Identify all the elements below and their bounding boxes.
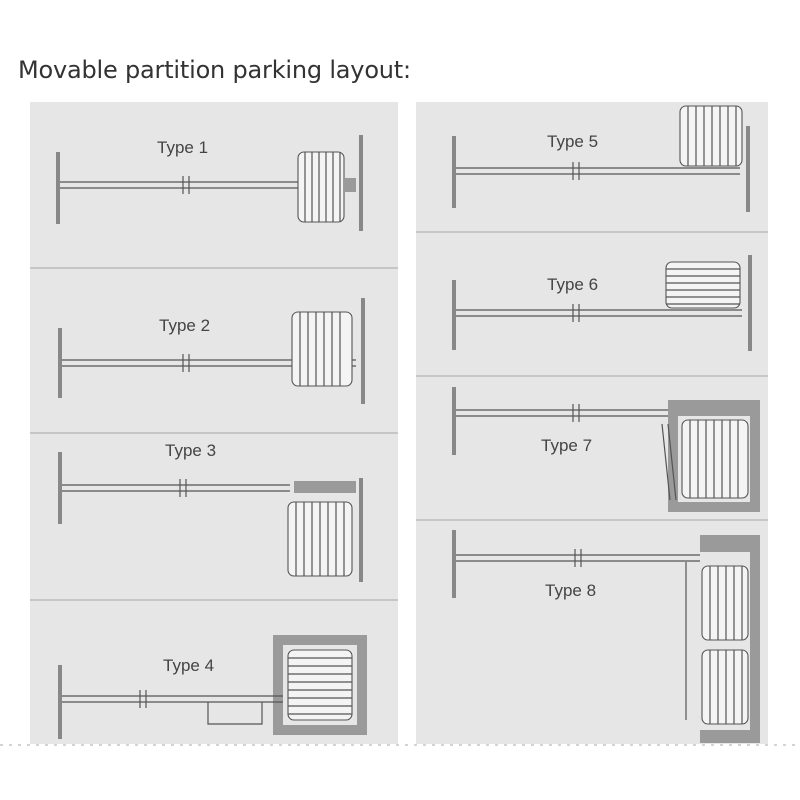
- type-6-label: Type 6: [547, 275, 598, 294]
- type-4-label: Type 4: [163, 656, 214, 675]
- type-8-stack-lower: [701, 649, 749, 725]
- type-7-diagram: Type 7: [452, 387, 760, 512]
- type-6-stack: [665, 261, 741, 309]
- type-2-diagram: Type 2: [58, 298, 365, 404]
- type-5-diagram: Type 5: [452, 105, 750, 212]
- type-4-stack: [287, 649, 353, 721]
- type-7-stack: [681, 419, 749, 499]
- type-7-label: Type 7: [541, 436, 592, 455]
- type-1-label: Type 1: [157, 138, 208, 157]
- type-3-stack: [287, 501, 353, 577]
- type-1-diagram: Type 1: [56, 135, 363, 231]
- type-5-label: Type 5: [547, 132, 598, 151]
- type-2-stack: [291, 311, 353, 387]
- type-6-diagram: Type 6: [452, 255, 752, 351]
- type-5-stack: [679, 105, 743, 167]
- type-8-diagram: Type 8: [452, 530, 760, 743]
- type-8-label: Type 8: [545, 581, 596, 600]
- type-1-stack: [297, 151, 356, 223]
- type-4-diagram: Type 4: [58, 635, 367, 739]
- type-3-diagram: Type 3: [58, 441, 363, 582]
- type-2-label: Type 2: [159, 316, 210, 335]
- type-8-stack-upper: [701, 565, 749, 641]
- page-title: Movable partition parking layout:: [18, 56, 411, 84]
- type-3-label: Type 3: [165, 441, 216, 460]
